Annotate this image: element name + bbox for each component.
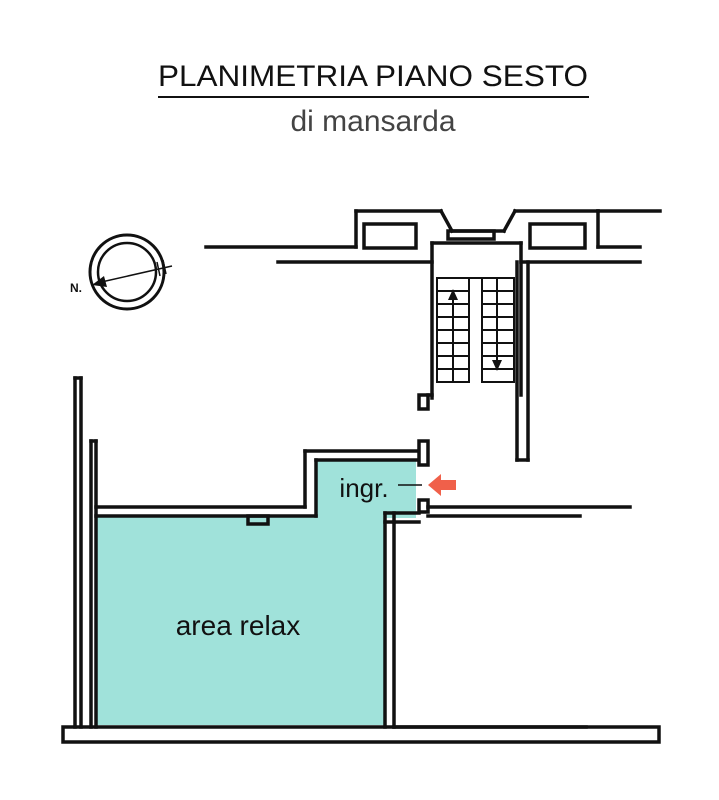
compass-north-label: N.	[70, 281, 82, 295]
room-label-entrance: ingr.	[339, 473, 388, 503]
entrance-arrow-icon	[428, 474, 456, 496]
bottom-slab-wall	[61, 725, 661, 744]
room-label-area-relax: area relax	[176, 610, 301, 641]
walls	[61, 208, 662, 744]
compass-icon	[88, 233, 173, 311]
stair-up-arrow-icon	[448, 289, 458, 300]
area-relax-fill	[96, 516, 385, 725]
page-subtitle: di mansarda	[290, 105, 455, 138]
entrance-fill-lower	[385, 500, 416, 518]
stair-down-arrow-icon	[492, 360, 502, 371]
staircase	[436, 277, 515, 383]
page-title: PLANIMETRIA PIANO SESTO	[158, 60, 588, 93]
